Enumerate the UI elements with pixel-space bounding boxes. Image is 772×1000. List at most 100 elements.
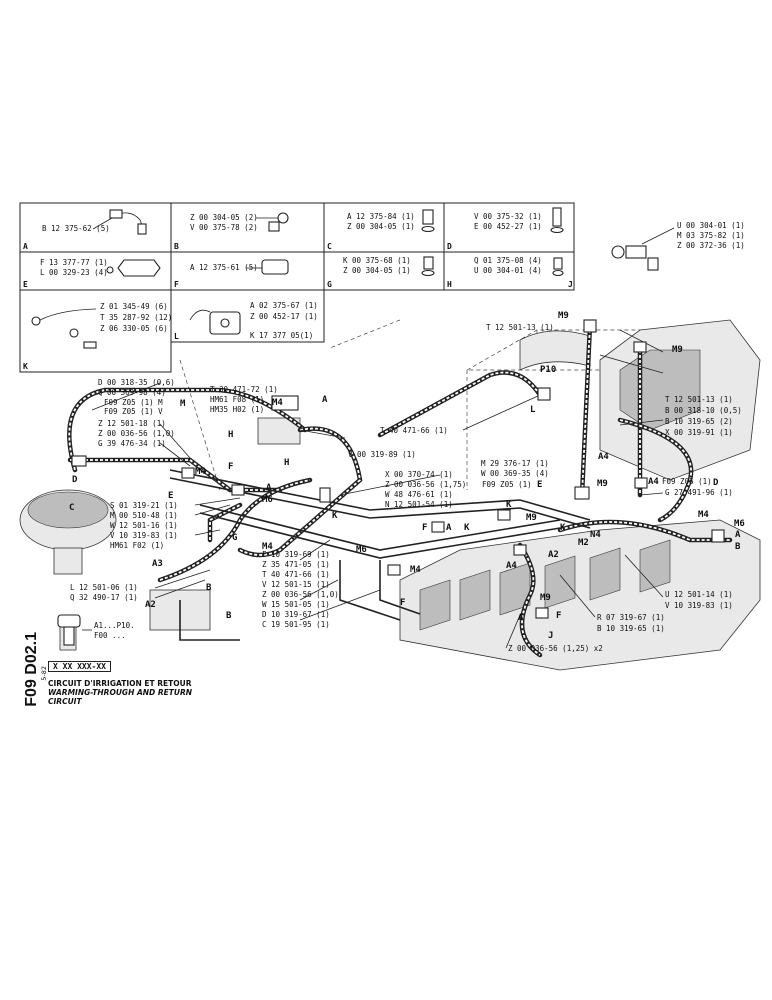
callout-c8: Z 00 036-56 (1,0)	[262, 590, 339, 599]
callout-r5: X 00 319-91 (1)	[665, 428, 733, 437]
callout-r1: T 12 501-13 (1)	[486, 323, 554, 332]
title-code: X XX XXX-XX	[48, 661, 111, 672]
mark-a-low: A	[518, 613, 524, 623]
title-block: X XX XXX-XX CIRCUIT D'IRRIGATION ET RETO…	[48, 654, 228, 706]
title-french: CIRCUIT D'IRRIGATION ET RETOUR	[48, 679, 192, 688]
callout-l6: Z 00 036-56 (1,0)	[98, 429, 175, 438]
callout-c13: X 00 370-74 (1)	[385, 470, 453, 479]
mark-m2: M2	[578, 538, 589, 548]
cell-l-part-1: A 02 375-67 (1)	[250, 301, 318, 310]
title-english: WARMING-THROUGH AND RETURN CIRCUIT	[48, 688, 193, 706]
cell-c-part-1: A 12 375-84 (1)	[347, 212, 415, 221]
mark-m6-mid: M6	[262, 495, 273, 505]
mark-c-left: C	[69, 503, 74, 513]
mark-f-center: F	[400, 598, 405, 608]
cell-e-part-1: F 13 377-77 (1)	[40, 258, 108, 267]
mark-b-low: B	[206, 583, 212, 593]
callout-r3: B 00 318-10 (0,5)	[665, 406, 742, 415]
mark-a2-center: A2	[548, 550, 559, 560]
mark-e-left: E	[168, 491, 173, 501]
cell-letter-c: C	[327, 242, 332, 251]
callout-l3: F09 Z05 (1) M	[104, 398, 163, 407]
callout-c9: W 15 501-05 (1)	[262, 600, 330, 609]
cell-letter-k: K	[23, 362, 28, 371]
cell-j-part-1: U 00 304-01 (1)	[677, 221, 745, 230]
mark-p10: P10	[540, 365, 556, 375]
mark-m4-center: M4	[410, 565, 421, 575]
mark-k-mid: K	[332, 511, 338, 521]
callout-c2: HM61 F08 (1)	[210, 395, 264, 404]
mark-k-right: K	[560, 523, 566, 533]
mark-a4-center: A4	[506, 561, 517, 571]
callout-l12: HM61 F02 (1)	[110, 541, 164, 550]
cell-e-part-2: L 00 329-23 (4)	[40, 268, 108, 277]
mark-e-right: E	[537, 480, 542, 490]
mark-f-low: F	[556, 611, 561, 621]
cell-letter-a: A	[23, 242, 28, 251]
mark-l: L	[530, 405, 536, 415]
callout-c4: F 10 319-69 (1)	[262, 550, 330, 559]
mark-a2-left: A2	[145, 600, 156, 610]
callout-r12: Z 00 036-56 (1,25) x2	[508, 644, 603, 653]
cell-letter-d: D	[447, 242, 452, 251]
cell-j-part-3: Z 00 372-36 (1)	[677, 241, 745, 250]
left-callouts: D 00 318-35 (0,6) Q 00 369-98 (4) F09 Z0…	[70, 378, 178, 602]
callout-l10: W 12 501-16 (1)	[110, 521, 178, 530]
mark-b-right: B	[226, 611, 232, 621]
cell-f-part-1: A 12 375-61 (5)	[190, 263, 258, 272]
cell-l-part-2: Z 00 452-17 (1)	[250, 312, 318, 321]
cell-h-part-2: U 00 304-01 (4)	[474, 266, 542, 275]
cell-g-part-1: K 00 375-68 (1)	[343, 256, 411, 265]
cell-g-part-2: Z 00 304-05 (1)	[343, 266, 411, 275]
mark-m9-low: M9	[540, 593, 551, 603]
callout-c3: HM35 H02 (1)	[210, 405, 264, 414]
mark-g-mid: G	[232, 533, 237, 543]
callout-r2: T 12 501-13 (1)	[665, 395, 733, 404]
mark-j-low: J	[548, 631, 553, 641]
mark-a-mid: A	[266, 483, 272, 493]
mark-k-center: K	[464, 523, 470, 533]
position-marks: M9 M9 P10 L M4 A H H F D C M M4 E A M6 K…	[69, 311, 745, 641]
cell-k-part-2: T 35 287-92 (12)	[100, 313, 172, 322]
callout-c7: V 12 501-15 (1)	[262, 580, 330, 589]
callout-c20: W 00 369-35 (4)	[481, 469, 549, 478]
mark-m9-right: M9	[672, 345, 683, 355]
cell-a-part-1: B 12 375-62 (5)	[42, 224, 110, 233]
cell-d-part-1: V 00 375-32 (1)	[474, 212, 542, 221]
mark-d-left: D	[72, 475, 78, 485]
cell-letter-j: J	[568, 280, 573, 289]
cell-l-part-3: K 17 377 05(1)	[250, 331, 313, 340]
mark-h-low: H	[284, 458, 289, 468]
callout-r10: R 07 319-67 (1)	[597, 613, 665, 622]
callout-c11: C 19 501-95 (1)	[262, 620, 330, 629]
cell-k-part-3: Z 06 330-05 (6)	[100, 324, 168, 333]
mark-a-top: A	[322, 395, 328, 405]
mark-m4-top: M4	[272, 398, 283, 408]
callout-l1: D 00 318-35 (0,6)	[98, 378, 175, 387]
callout-l13: L 12 501-06 (1)	[70, 583, 138, 592]
callout-l4: F09 Z05 (1) V	[104, 407, 163, 416]
mark-d-right: D	[713, 478, 719, 488]
cell-c-part-2: Z 00 304-05 (1)	[347, 222, 415, 231]
cell-k-part-1: Z 01 345-49 (6)	[100, 302, 168, 311]
callout-c14: Z 00 036-56 (1,75)	[385, 480, 466, 489]
mark-m9-right2: M9	[597, 479, 608, 489]
center-callouts: T 30 471-72 (1) HM61 F08 (1) HM35 H02 (1…	[210, 385, 549, 629]
callout-l7: G 39 476-34 (1)	[98, 439, 166, 448]
cell-letter-b: B	[174, 242, 179, 251]
page-ref: 5-82	[40, 666, 48, 681]
callout-c15: F09 Z05 (1)	[482, 480, 532, 489]
callout-l11: V 10 319-83 (1)	[110, 531, 178, 540]
legend-range: A1...P10.	[94, 621, 135, 630]
mark-f-mid: F	[228, 462, 233, 472]
mark-a4-right: A4	[598, 452, 609, 462]
mark-m4-low: M4	[262, 542, 273, 552]
parts-table: A B C D E F G H J K L B 12 375-62 (5) Z …	[19, 202, 745, 373]
callout-c5: Z 35 471-05 (1)	[262, 560, 330, 569]
side-code-text: F09 D02.1	[23, 632, 40, 707]
callout-l5: Z 12 501-18 (1)	[98, 419, 166, 428]
right-callouts: T 12 501-13 (1) T 12 501-13 (1) B 00 318…	[486, 323, 742, 653]
callout-r6: F09 Z05 (1)	[662, 477, 712, 486]
callout-c6: T 40 471-66 (1)	[262, 570, 330, 579]
